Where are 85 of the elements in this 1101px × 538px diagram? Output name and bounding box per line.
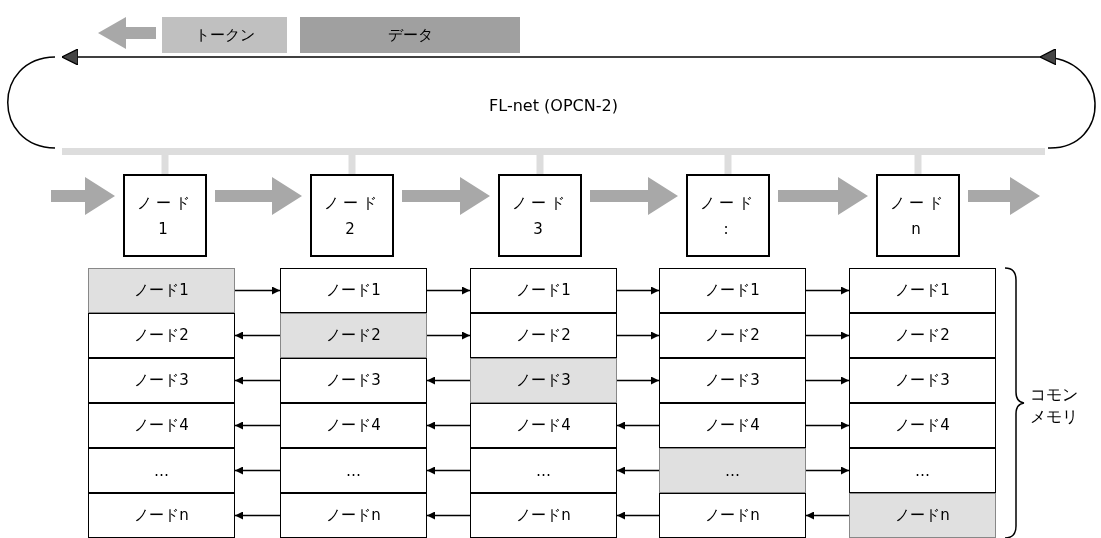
- bus-drop-line: [724, 155, 732, 174]
- arrow: [805, 466, 850, 475]
- node-label: 2: [345, 218, 359, 240]
- node-box: [876, 174, 960, 257]
- bus-drop-line: [536, 155, 544, 174]
- network-bus: FL-net (OPCN-2): [62, 62, 1045, 155]
- arrow: [616, 331, 660, 340]
- arrow: [426, 466, 471, 475]
- bus-drop-line: [161, 155, 169, 174]
- arrow: [805, 511, 850, 520]
- memory-cell: ノード3: [88, 358, 235, 403]
- memory-cell: ノード1: [470, 268, 617, 313]
- memory-cell: …: [849, 448, 996, 493]
- arrow: [616, 286, 660, 295]
- data-bar: データ: [300, 17, 520, 53]
- node-label: :: [723, 218, 733, 240]
- memory-cell: ノード2: [470, 313, 617, 358]
- memory-cell: …: [659, 448, 806, 493]
- memory-cell: ノード4: [88, 403, 235, 448]
- memory-cell: ノードn: [280, 493, 427, 538]
- memory-cell: ノード1: [88, 268, 235, 313]
- memory-cell: ノード4: [470, 403, 617, 448]
- memory-cell: ノード1: [280, 268, 427, 313]
- memory-cell: ノード1: [849, 268, 996, 313]
- memory-cell: ノード1: [659, 268, 806, 313]
- memory-cell: ノードn: [470, 493, 617, 538]
- arrow: [616, 421, 660, 430]
- arrow: [234, 421, 281, 430]
- arrow: [805, 376, 850, 385]
- block-arrow: [778, 177, 868, 215]
- arrow: [426, 376, 471, 385]
- node-label: n: [911, 218, 925, 240]
- arrow: [234, 331, 281, 340]
- memory-cell: ノード3: [470, 358, 617, 403]
- block-arrow: [215, 177, 302, 215]
- memory-label: コモンメモリ: [1030, 384, 1079, 428]
- memory-cell: ノードn: [849, 493, 996, 538]
- arrow: [426, 286, 471, 295]
- memory-cell: ノード4: [280, 403, 427, 448]
- memory-cell: …: [470, 448, 617, 493]
- arrow: [426, 331, 471, 340]
- arrow: [234, 466, 281, 475]
- memory-cell: ノード2: [88, 313, 235, 358]
- bus-drop-line: [914, 155, 922, 174]
- arrow: [805, 421, 850, 430]
- arrow: [234, 511, 281, 520]
- arrow: [616, 376, 660, 385]
- arrow: [805, 331, 850, 340]
- arrow: [616, 511, 660, 520]
- block-arrow: [51, 177, 115, 215]
- memory-cell: ノード4: [659, 403, 806, 448]
- block-arrow: [590, 177, 678, 215]
- node-box: [123, 174, 207, 257]
- arrow: [234, 286, 281, 295]
- arrow: [616, 466, 660, 475]
- node-label: ノード: [323, 192, 381, 214]
- arrow: [805, 286, 850, 295]
- node-label: ノード: [889, 192, 947, 214]
- bus-drop-line: [348, 155, 356, 174]
- memory-cell: ノード2: [280, 313, 427, 358]
- node-label: 1: [158, 218, 172, 240]
- node-box: [498, 174, 582, 257]
- token-bar: トークン: [162, 17, 287, 53]
- memory-cell: …: [280, 448, 427, 493]
- block-arrow: [402, 177, 490, 215]
- memory-cell: ノード3: [280, 358, 427, 403]
- memory-cell: …: [88, 448, 235, 493]
- block-arrow: [98, 17, 156, 49]
- memory-cell: ノード2: [659, 313, 806, 358]
- memory-cell: ノードn: [88, 493, 235, 538]
- node-label: ノード: [699, 192, 757, 214]
- node-label: 3: [533, 218, 547, 240]
- arrow: [426, 511, 471, 520]
- node-label: ノード: [511, 192, 569, 214]
- node-box: [310, 174, 394, 257]
- arrow: [426, 421, 471, 430]
- memory-cell: ノードn: [659, 493, 806, 538]
- node-box: [686, 174, 770, 257]
- memory-cell: ノード3: [849, 358, 996, 403]
- node-label: ノード: [136, 192, 194, 214]
- memory-cell: ノード2: [849, 313, 996, 358]
- block-arrow: [968, 177, 1040, 215]
- memory-cell: ノード3: [659, 358, 806, 403]
- memory-cell: ノード4: [849, 403, 996, 448]
- arrow: [234, 376, 281, 385]
